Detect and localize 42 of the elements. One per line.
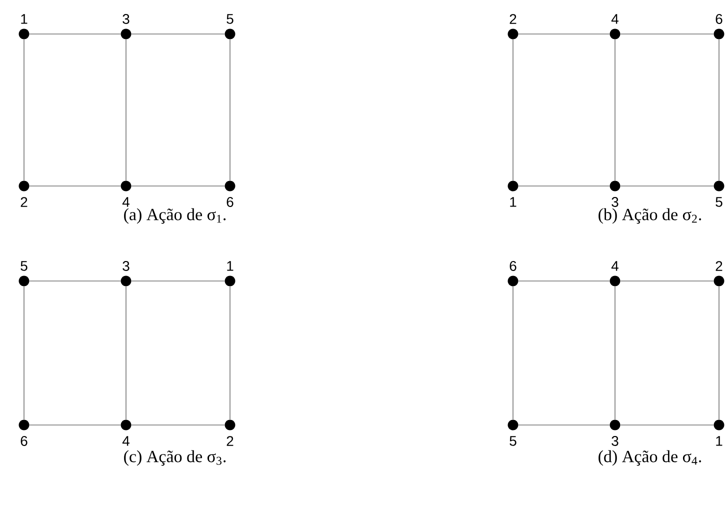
edge-line <box>512 286 514 420</box>
edge-line <box>614 286 616 420</box>
vertex-label: 6 <box>510 261 516 271</box>
vertex-label: 1 <box>716 436 722 446</box>
vertex-label: 3 <box>122 14 130 24</box>
subfigure-caption: (b) Ação de σ$_{2}$. <box>598 208 702 224</box>
vertex-label: 5 <box>510 436 516 446</box>
edge-line <box>718 286 720 420</box>
subfigure-caption: (d) Ação de σ$_{4}$. <box>598 450 702 466</box>
vertex-label: 2 <box>226 436 234 446</box>
vertex-label: 4 <box>122 436 130 446</box>
edge-line <box>614 39 616 181</box>
edge-line <box>620 424 714 426</box>
vertex-label: 3 <box>612 436 618 446</box>
vertex-label: 5 <box>20 261 28 271</box>
edge-line <box>620 280 714 282</box>
vertex-label: 1 <box>510 197 516 207</box>
edge-line <box>131 280 225 282</box>
vertex-label: 4 <box>611 14 618 24</box>
vertex-label: 1 <box>21 14 28 24</box>
edge-line <box>518 424 610 426</box>
edge-line <box>29 280 121 282</box>
vertex-label: 2 <box>20 197 28 207</box>
subfigure-caption: (c) Ação de σ$_{3}$. <box>124 450 226 466</box>
vertex-label: 6 <box>716 14 722 24</box>
edge-line <box>29 424 121 426</box>
vertex-label: 6 <box>20 436 28 446</box>
vertex-label: 1 <box>227 261 234 271</box>
subfigure-caption: (a) Ação de σ$_{1}$. <box>124 208 226 224</box>
edge-line <box>512 39 514 181</box>
edge-line <box>131 424 225 426</box>
vertex-label: 3 <box>612 197 618 207</box>
vertex-label: 6 <box>226 197 234 207</box>
vertex-label: 4 <box>611 261 618 271</box>
vertex-label: 3 <box>122 261 130 271</box>
edge-line <box>518 280 610 282</box>
vertex-label: 4 <box>122 197 130 207</box>
vertex-label: 2 <box>716 261 722 271</box>
vertex-label: 5 <box>226 14 234 24</box>
edge-line <box>718 39 720 181</box>
vertex-label: 5 <box>716 197 722 207</box>
vertex-label: 2 <box>510 14 516 24</box>
